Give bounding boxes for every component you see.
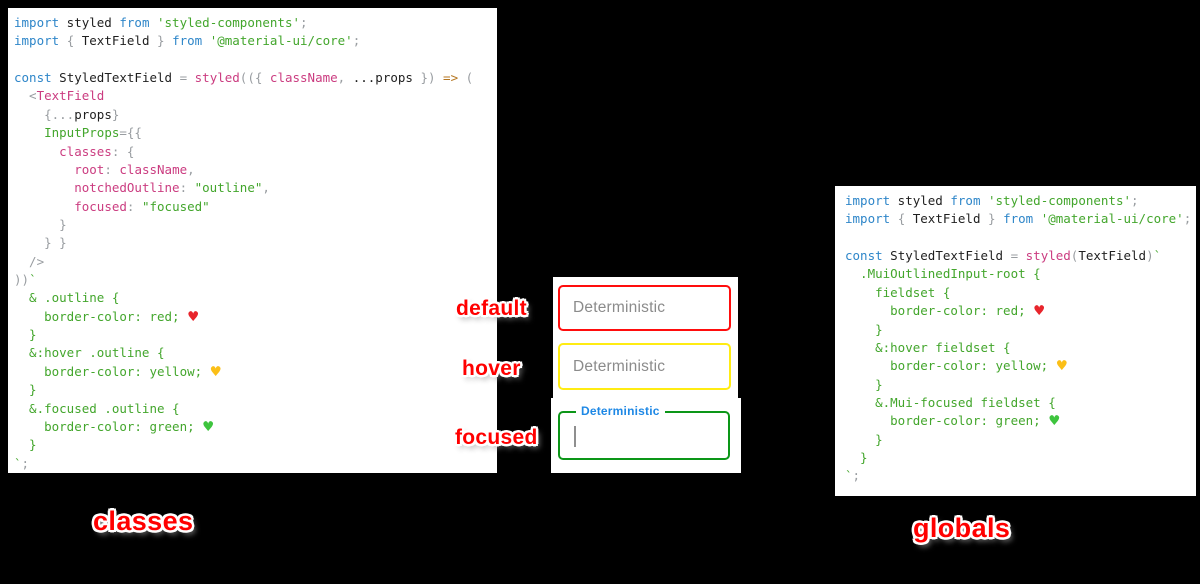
code-line: `; (845, 468, 861, 484)
textfield-hover[interactable]: Deterministic (558, 343, 731, 390)
textfield-placeholder: Deterministic (573, 357, 666, 375)
code-line: } (845, 376, 883, 392)
textfield-demo-panel: Deterministic Deterministic (553, 277, 738, 398)
textfield-notched-label: Deterministic (576, 404, 665, 418)
left-code-panel: import styled from 'styled-components'; i… (8, 8, 497, 473)
code-line: border-color: yellow; ♥ (14, 363, 222, 380)
code-line: import styled from 'styled-components'; (14, 15, 308, 30)
code-line: border-color: green; ♥ (14, 418, 215, 435)
code-line: focused: "focused" (74, 198, 210, 214)
code-line: &:hover .outline { (14, 345, 165, 361)
code-line: fieldset { (845, 284, 951, 300)
code-line: `; (14, 455, 30, 471)
code-line: import styled from 'styled-components'; (845, 193, 1139, 208)
code-line: border-color: yellow; ♥ (845, 358, 1068, 375)
caption-globals: globals (913, 513, 1011, 543)
text-cursor (574, 426, 576, 447)
textfield-demo-panel-focused: Deterministic (551, 398, 741, 473)
code-line: <TextField (14, 88, 105, 104)
code-line: } (14, 216, 67, 232)
code-line: .MuiOutlinedInput-root { (845, 266, 1041, 282)
code-line: } (14, 327, 37, 343)
code-line: } (845, 450, 868, 466)
code-line: const StyledTextField = styled(TextField… (845, 248, 1162, 264)
state-label-hover: hover (462, 357, 521, 380)
code-line (845, 229, 1196, 247)
textfield-placeholder: Deterministic (573, 299, 666, 316)
textfield-focused[interactable]: Deterministic (558, 404, 730, 460)
code-line: InputProps={{ (44, 125, 142, 141)
code-line: notchedOutline: "outline", (74, 180, 270, 196)
code-line: root: className, (74, 161, 195, 177)
code-line: } (845, 321, 883, 337)
code-line: } (14, 382, 37, 398)
textfield-default[interactable]: Deterministic (558, 285, 731, 331)
caption-classes: classes (93, 506, 194, 536)
right-code-panel: import styled from 'styled-components'; i… (835, 186, 1196, 496)
state-label-default: default (456, 297, 527, 320)
code-line: /> (14, 253, 45, 269)
state-label-focused: focused (455, 426, 538, 449)
code-line: ))` (14, 272, 37, 288)
code-line: border-color: green; ♥ (845, 413, 1061, 430)
code-line: import { TextField } from '@material-ui/… (845, 211, 1192, 227)
code-line: &.Mui-focused fieldset { (845, 394, 1056, 410)
code-line: } } (14, 235, 67, 251)
code-line: & .outline { (14, 290, 120, 306)
code-line: classes: { (59, 143, 135, 159)
code-line: &:hover fieldset { (845, 339, 1011, 355)
code-line: border-color: red; ♥ (845, 303, 1046, 320)
code-line: const StyledTextField = styled(({ classN… (14, 70, 474, 86)
code-line: &.focused .outline { (14, 400, 180, 416)
code-line: {...props} (44, 106, 120, 122)
code-line: } (845, 431, 883, 447)
code-line: import { TextField } from '@material-ui/… (14, 33, 361, 49)
code-line (14, 51, 497, 69)
code-line: } (14, 437, 37, 453)
code-line: border-color: red; ♥ (14, 308, 200, 325)
